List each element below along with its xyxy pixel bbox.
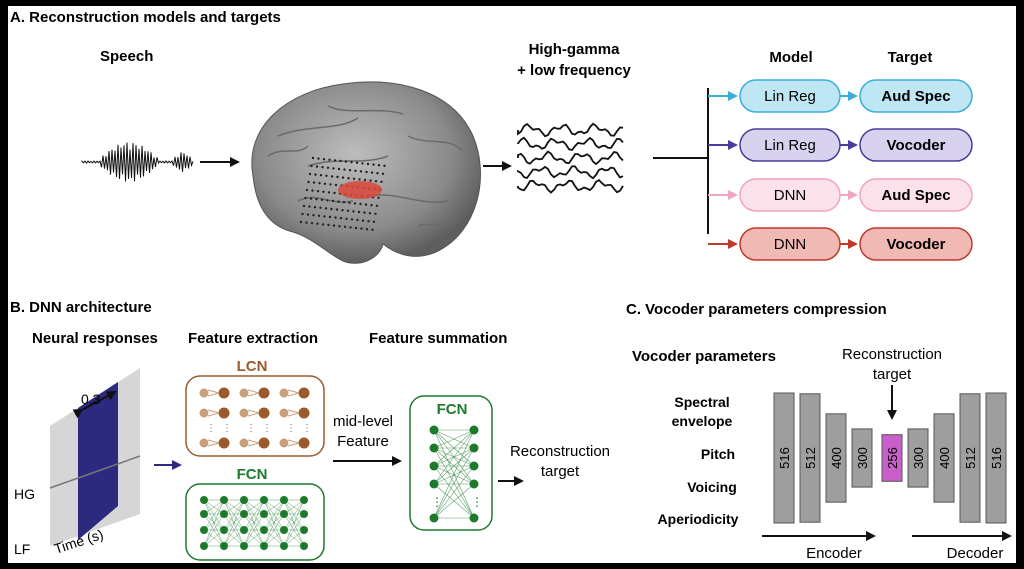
svg-text:⋮: ⋮ [222, 423, 232, 434]
model-row: Lin Reg Vocoder [708, 128, 973, 162]
layer-bar [933, 413, 955, 503]
target-pill [859, 178, 973, 212]
neural-response-icon: 0.3 HG LF Time (s) [14, 368, 141, 557]
layer-bar [825, 413, 847, 503]
layer-bar [907, 428, 929, 488]
layer-size-label: 512 [803, 447, 818, 469]
brain-icon [251, 81, 481, 264]
svg-text:⋮: ⋮ [262, 423, 272, 434]
target-name: Aud Spec [881, 187, 950, 204]
fcn-nodes [200, 496, 308, 550]
model-row: Lin Reg Aud Spec [708, 79, 973, 113]
panel-a-title: A. Reconstruction models and targets [10, 9, 281, 26]
model-name: Lin Reg [764, 88, 816, 105]
autoencoder-layers: 516 512 400 300 256 300 400 512 516 [773, 392, 1007, 524]
feature-summation-label: Feature summation [369, 330, 507, 347]
recon-line2: target [541, 463, 580, 480]
layer-bar [799, 393, 821, 523]
target-header: Target [888, 49, 933, 66]
neural-responses-label: Neural responses [32, 330, 158, 347]
lcn-label: LCN [237, 358, 268, 375]
mid-level-line2: Feature [337, 433, 389, 450]
layer-size-label: 300 [855, 447, 870, 469]
layer-size-label: 400 [829, 447, 844, 469]
svg-text:⋮: ⋮ [206, 423, 216, 434]
window-width-arrow [72, 391, 117, 419]
electrode-grid [299, 156, 386, 231]
svg-text:⋮: ⋮ [471, 495, 483, 509]
svg-text:⋮: ⋮ [431, 495, 443, 509]
neural-traces-icon [517, 122, 624, 194]
figure-canvas: A. Reconstruction models and targets Spe… [8, 6, 1016, 563]
recon-target-line1: Reconstruction [842, 346, 942, 363]
recon-line1: Reconstruction [510, 443, 610, 460]
encoder-label: Encoder [806, 545, 862, 562]
param-pitch: Pitch [701, 446, 735, 462]
model-header: Model [769, 49, 812, 66]
feature-extraction-label: Feature extraction [188, 330, 318, 347]
model-name: DNN [774, 187, 807, 204]
model-row: DNN Vocoder [708, 227, 973, 261]
layer-size-label: 516 [989, 447, 1004, 469]
param-aperiodicity: Aperiodicity [658, 511, 739, 527]
svg-text:⋮: ⋮ [286, 423, 296, 434]
neural-label-line2: + low frequency [517, 62, 631, 79]
layer-bar [959, 393, 981, 523]
vocoder-parameters-label: Vocoder parameters [632, 348, 776, 365]
time-window [78, 382, 118, 540]
target-pill [859, 128, 973, 162]
layer-size-label: 300 [911, 447, 926, 469]
speech-waveform-icon [81, 142, 194, 182]
hg-label: HG [14, 486, 35, 502]
lf-label: LF [14, 541, 30, 557]
target-name: Vocoder [887, 236, 946, 253]
fcn-label: FCN [237, 466, 268, 483]
svg-text:⋮: ⋮ [246, 423, 256, 434]
recon-target-line2: target [873, 366, 912, 383]
speech-label: Speech [100, 48, 153, 65]
target-pill [859, 227, 973, 261]
svg-text:⋮: ⋮ [302, 423, 312, 434]
target-name: Aud Spec [881, 88, 950, 105]
layer-bar [881, 434, 903, 482]
model-name: DNN [774, 236, 807, 253]
layer-bar [773, 392, 795, 524]
mid-level-line1: mid-level [333, 413, 393, 430]
fcn2-label: FCN [437, 401, 468, 418]
layer-bar [985, 392, 1007, 524]
target-name: Vocoder [887, 137, 946, 154]
layer-size-label: 400 [937, 447, 952, 469]
layer-size-label: 256 [885, 447, 900, 469]
fcn-box [185, 483, 325, 561]
panel-b-title: B. DNN architecture [10, 299, 152, 316]
panel-c-title: C. Vocoder parameters compression [626, 301, 887, 318]
target-pill [859, 79, 973, 113]
param-envelope: envelope [672, 413, 733, 429]
decoder-label: Decoder [947, 545, 1004, 562]
figure-svg: A. Reconstruction models and targets Spe… [10, 9, 1012, 562]
layer-bar [851, 428, 873, 488]
param-voicing: Voicing [687, 479, 737, 495]
lcn-nodes: ⋮ ⋮ ⋮ ⋮ ⋮ ⋮ [199, 387, 312, 449]
param-spectral: Spectral [674, 394, 729, 410]
window-label: 0.3 [81, 391, 101, 407]
layer-size-label: 512 [963, 447, 978, 469]
model-row: DNN Aud Spec [708, 178, 973, 212]
layer-size-label: 516 [777, 447, 792, 469]
active-electrodes [338, 181, 382, 199]
model-name: Lin Reg [764, 137, 816, 154]
fcn2-nodes: ⋮⋮ [429, 425, 483, 523]
neural-label-line1: High-gamma [529, 41, 621, 58]
